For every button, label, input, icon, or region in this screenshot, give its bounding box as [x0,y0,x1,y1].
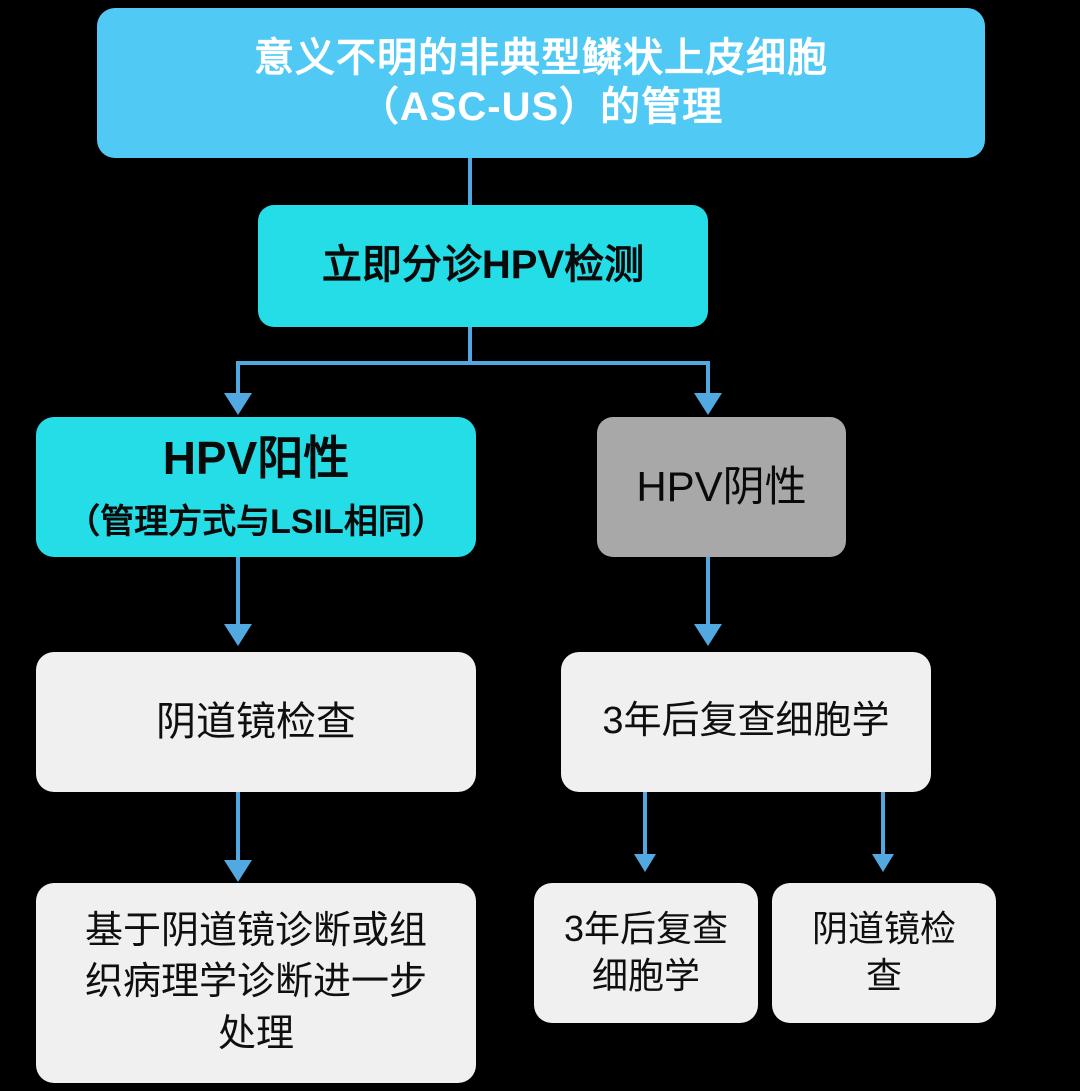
arrowhead-to-hpv-negative [694,393,722,415]
arrowhead-to-colposcopy-left [224,624,252,646]
node-label: 意义不明的非典型鳞状上皮细胞 （ASC-US）的管理 [254,36,828,129]
node-label-main: HPV阳性 [162,432,350,485]
connector-title-to-triage [468,156,472,208]
node-colposcopy-left[interactable]: 阴道镜检查 [36,652,476,792]
node-asc-us-management-title[interactable]: 意义不明的非典型鳞状上皮细胞 （ASC-US）的管理 [97,8,985,158]
node-immediate-hpv-triage[interactable]: 立即分诊HPV检测 [258,205,708,327]
node-label: 3年后复查细胞学 [602,700,890,743]
arrowhead-to-colposcopy-right [872,854,894,872]
connector-split-left-drop [236,361,240,395]
node-label: 立即分诊HPV检测 [321,243,645,288]
node-further-management[interactable]: 基于阴道镜诊断或组 织病理学诊断进一步 处理 [36,883,476,1083]
node-colposcopy-right[interactable]: 阴道镜检 查 [772,883,996,1023]
node-label: HPV阴性 [636,462,807,510]
connector-negative-to-cytology [706,556,710,626]
connector-positive-to-colposcopy [236,556,240,626]
node-label: 阴道镜检 查 [811,908,956,996]
node-label-sub: （管理方式与LSIL相同） [66,502,446,541]
node-repeat-cytology-3y-again[interactable]: 3年后复查 细胞学 [534,883,758,1023]
arrowhead-to-repeat-cytology [694,624,722,646]
node-hpv-positive[interactable]: HPV阳性 （管理方式与LSIL相同） [36,417,476,557]
connector-triage-stem [468,325,472,363]
connector-cytology-to-repeat-again [643,792,647,856]
arrowhead-to-hpv-positive [224,393,252,415]
arrowhead-to-further-management [224,860,252,882]
node-repeat-cytology-3y[interactable]: 3年后复查细胞学 [561,652,931,792]
node-label: 阴道镜检查 [156,700,356,744]
node-hpv-negative[interactable]: HPV阴性 [597,417,846,557]
connector-colposcopy-to-further [236,792,240,862]
node-label: 3年后复查 细胞学 [563,908,729,996]
connector-cytology-to-colposcopy-right [881,792,885,856]
node-label: 基于阴道镜诊断或组 织病理学诊断进一步 处理 [84,910,427,1055]
arrowhead-to-repeat-cytology-again [634,854,656,872]
connector-split-right-drop [706,361,710,395]
connector-split-bar [236,361,710,365]
